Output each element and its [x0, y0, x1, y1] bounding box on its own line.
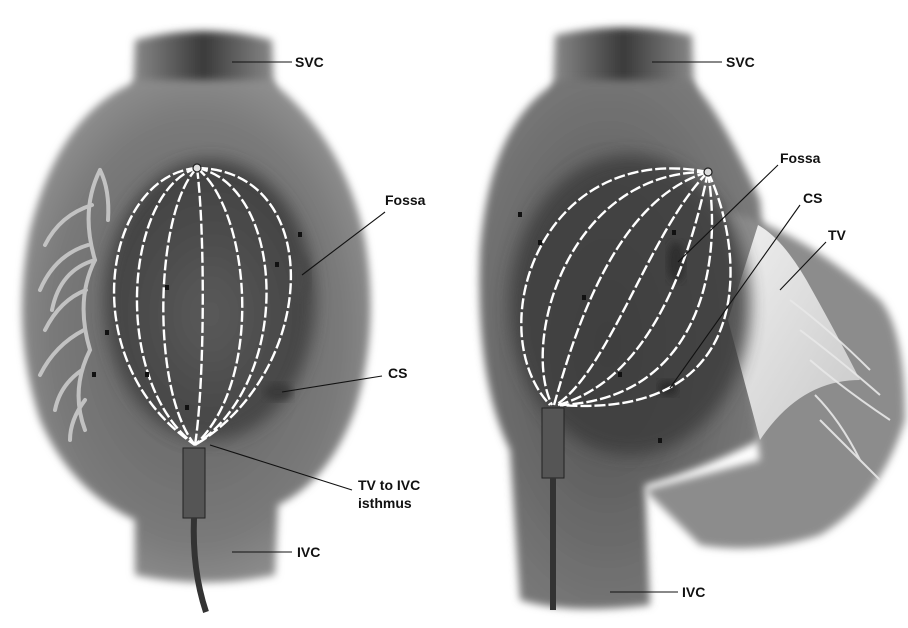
right-label-tv: TV: [828, 227, 847, 243]
right-label-cs: CS: [803, 190, 822, 206]
left-label-fossa: Fossa: [385, 192, 426, 208]
right-label-svc: SVC: [726, 54, 755, 70]
left-label-isthmus-line2: isthmus: [358, 495, 412, 511]
right-heart-illustration: [479, 28, 905, 611]
left-fossa-ovalis: [290, 256, 310, 300]
left-label-cs: CS: [388, 365, 407, 381]
left-label-ivc: IVC: [297, 544, 320, 560]
right-catheter-tip: [704, 168, 712, 176]
right-label-fossa: Fossa: [780, 150, 821, 166]
left-heart-illustration: [22, 31, 371, 612]
left-catheter-shaft: [183, 448, 205, 518]
right-label-ivc: IVC: [682, 584, 705, 600]
left-label-isthmus-line1: TV to IVC: [358, 477, 420, 493]
left-label-svc: SVC: [295, 54, 324, 70]
left-cs-ostium: [264, 383, 292, 401]
left-catheter-tip: [193, 164, 201, 172]
right-catheter-shaft: [542, 408, 564, 478]
